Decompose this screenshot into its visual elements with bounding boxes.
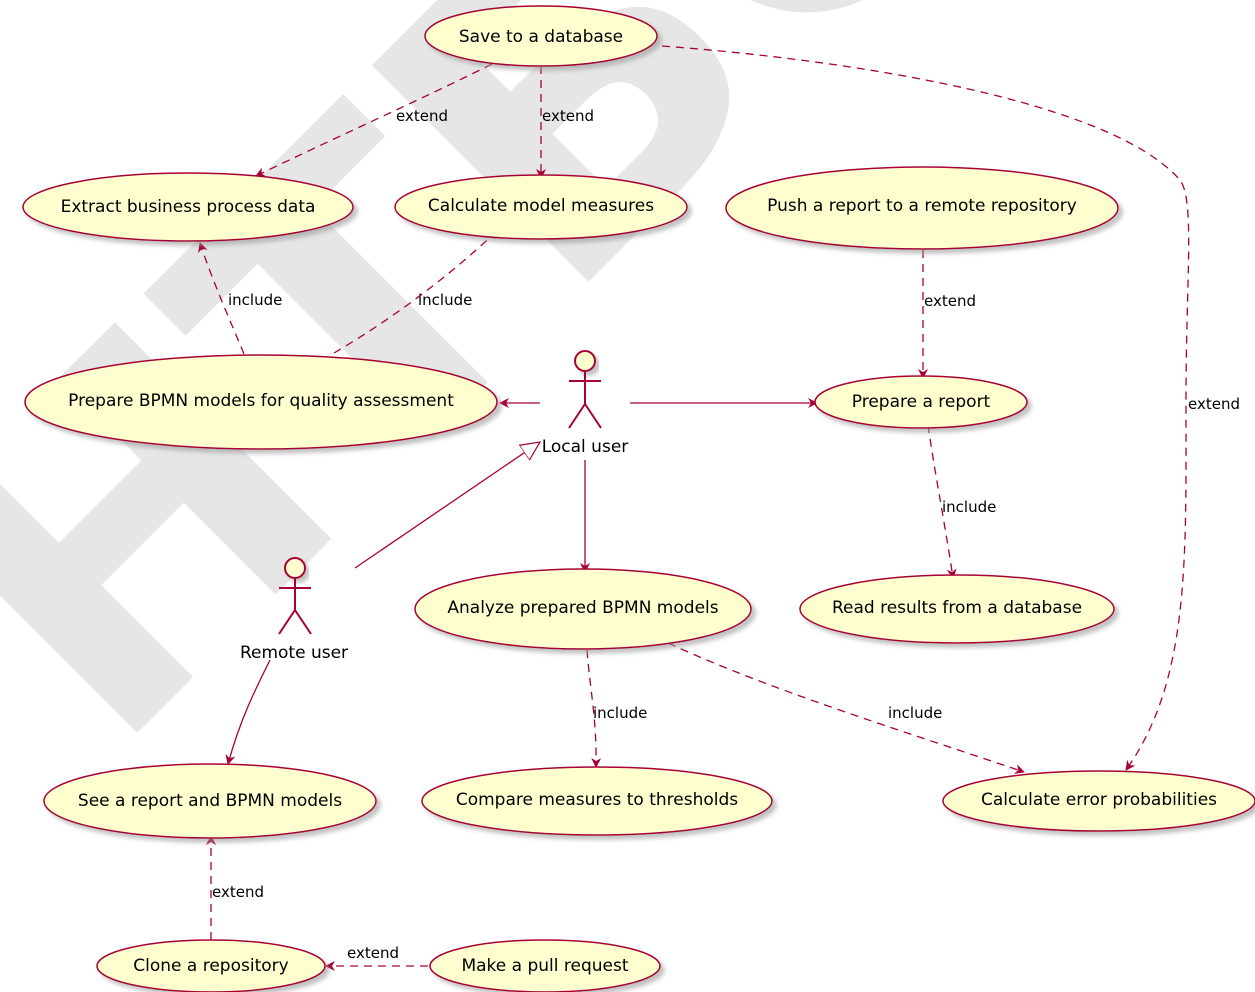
use-case-extract[interactable]: Extract business process data [22, 172, 354, 242]
edge-remote-generalizes-local [354, 442, 540, 569]
edge-analyze-to-compare [586, 649, 602, 768]
use-case-prepare-report[interactable]: Prepare a report [814, 375, 1028, 429]
use-case-prepare-bpmn[interactable]: Prepare BPMN models for quality assessme… [24, 354, 498, 450]
edge-prepare-to-extract [198, 242, 245, 355]
use-case-read-results-label: Read results from a database [832, 598, 1082, 618]
use-case-compare[interactable]: Compare measures to thresholds [421, 766, 773, 836]
use-case-read-results[interactable]: Read results from a database [799, 574, 1115, 644]
use-case-save-db[interactable]: Save to a database [424, 5, 658, 67]
actor-local-user-label: Local user [542, 437, 629, 457]
edge-analyze-to-error [667, 642, 1025, 774]
label-clone-to-see: extend [212, 883, 264, 901]
edge-report-to-read [927, 424, 957, 579]
use-case-clone[interactable]: Clone a repository [96, 939, 326, 992]
use-case-error-prob[interactable]: Calculate error probabilities [942, 770, 1255, 832]
actor-remote-user-label: Remote user [240, 643, 348, 663]
use-case-analyze-label: Analyze prepared BPMN models [447, 598, 718, 618]
label-push-to-report: extend [924, 292, 976, 310]
use-case-pull-request-label: Make a pull request [461, 956, 628, 976]
label-report-to-read: include [942, 498, 996, 516]
edge-save-to-extract [255, 63, 493, 177]
use-case-extract-label: Extract business process data [61, 197, 316, 217]
use-case-see-report[interactable]: See a report and BPMN models [43, 763, 377, 839]
label-save-to-calc: extend [542, 107, 594, 125]
edge-remote-to-see [225, 659, 271, 765]
label-pull-to-clone: extend [347, 944, 399, 962]
use-case-error-prob-label: Calculate error probabilities [981, 790, 1217, 810]
use-case-clone-label: Clone a repository [133, 956, 288, 976]
use-case-prepare-bpmn-label: Prepare BPMN models for quality assessme… [68, 391, 454, 411]
use-case-save-db-label: Save to a database [459, 27, 623, 47]
label-prepare-to-calc: include [418, 291, 472, 309]
label-save-to-error: extend [1188, 395, 1240, 413]
edge-save-to-error [661, 45, 1190, 771]
use-case-compare-label: Compare measures to thresholds [456, 790, 738, 810]
label-prepare-to-extract: include [228, 291, 282, 309]
label-save-to-extract: extend [396, 107, 448, 125]
use-case-push-report-label: Push a report to a remote repository [767, 196, 1077, 216]
edge-prepare-to-calc [333, 229, 499, 354]
use-case-see-report-label: See a report and BPMN models [78, 791, 342, 811]
use-case-analyze[interactable]: Analyze prepared BPMN models [414, 568, 752, 650]
label-analyze-to-error: include [888, 704, 942, 722]
actor-remote-user[interactable] [278, 557, 312, 635]
use-case-push-report[interactable]: Push a report to a remote repository [725, 166, 1119, 250]
use-case-calc-measures-label: Calculate model measures [428, 196, 654, 216]
use-case-calc-measures[interactable]: Calculate model measures [394, 174, 688, 240]
label-analyze-to-compare: include [593, 704, 647, 722]
actor-local-user[interactable] [568, 350, 602, 429]
use-case-prepare-report-label: Prepare a report [852, 392, 991, 412]
use-case-pull-request[interactable]: Make a pull request [429, 939, 661, 992]
